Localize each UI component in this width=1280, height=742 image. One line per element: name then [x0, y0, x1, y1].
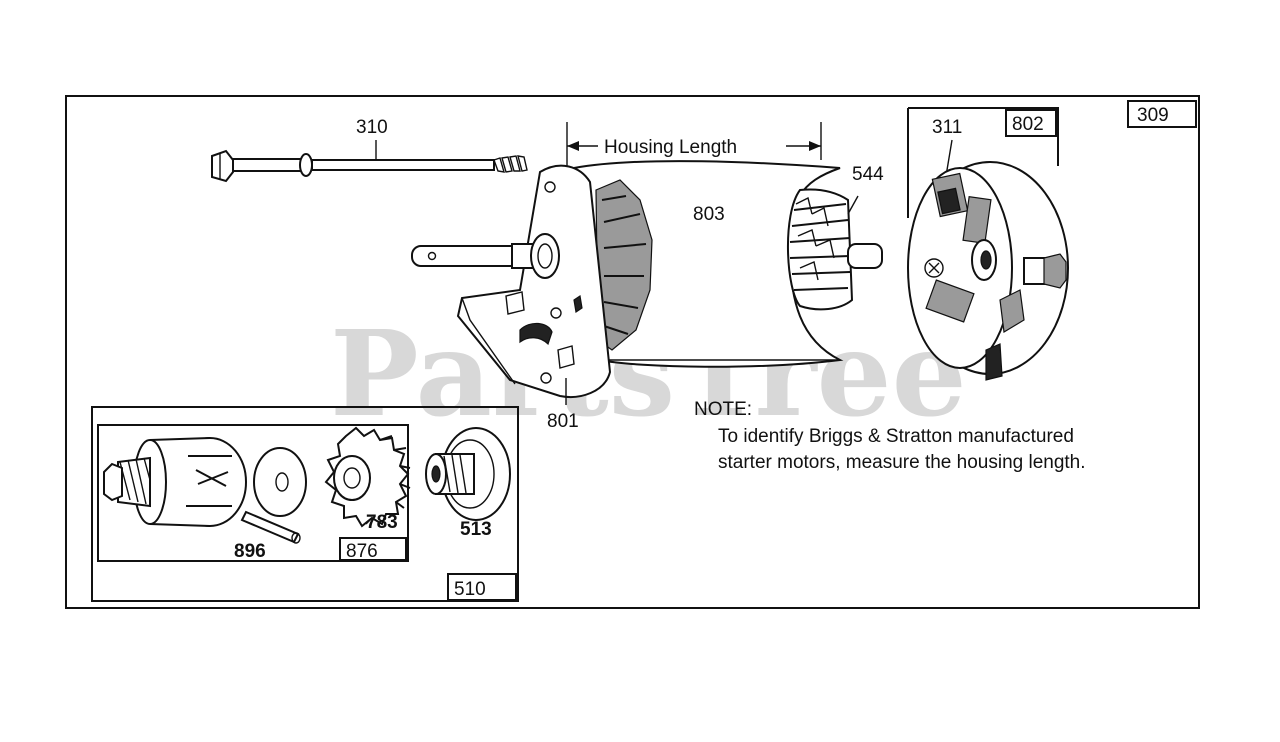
note-line-2: starter motors, measure the housing leng… — [718, 452, 1086, 473]
callout-513[interactable]: 513 — [460, 519, 492, 540]
callout-box-309 — [1127, 100, 1197, 128]
arrowhead-left — [567, 141, 579, 151]
callout-783[interactable]: 783 — [366, 512, 398, 533]
roll-pin[interactable] — [240, 510, 301, 544]
callout-801[interactable]: 801 — [547, 411, 579, 432]
drive-end-cap[interactable] — [411, 164, 653, 398]
callout-802[interactable]: 802 — [1012, 114, 1044, 135]
drive-assembly-frame — [97, 424, 409, 562]
pinion-gear[interactable] — [324, 426, 411, 528]
callout-896[interactable]: 896 — [234, 541, 266, 562]
armature[interactable] — [787, 188, 883, 311]
callout-876[interactable]: 876 — [346, 541, 378, 562]
callout-544[interactable]: 544 — [852, 164, 884, 185]
callout-box-802-frame — [908, 107, 1059, 166]
note-line-1: To identify Briggs & Stratton manufactur… — [718, 426, 1074, 447]
main-frame — [65, 95, 1200, 609]
callout-box-510 — [447, 573, 517, 601]
commutator-end-cap[interactable] — [907, 161, 1069, 381]
arrowhead-right — [809, 141, 821, 151]
leader-783 — [365, 517, 373, 525]
callout-box-802 — [1005, 109, 1057, 137]
housing-length-label: Housing Length — [604, 137, 737, 158]
callout-310[interactable]: 310 — [356, 117, 388, 138]
callout-311[interactable]: 311 — [932, 117, 962, 138]
drive-pinion[interactable] — [103, 437, 247, 527]
callout-309[interactable]: 309 — [1137, 105, 1169, 126]
anti-drift-spring[interactable] — [425, 427, 511, 521]
through-bolt[interactable] — [211, 149, 528, 183]
note-heading: NOTE: — [694, 399, 752, 420]
drive-kit-frame — [91, 406, 519, 602]
leader-544 — [847, 195, 859, 215]
callout-box-876 — [339, 537, 407, 561]
callout-803[interactable]: 803 — [693, 204, 725, 225]
callout-510[interactable]: 510 — [454, 579, 486, 600]
washer[interactable] — [253, 447, 307, 517]
